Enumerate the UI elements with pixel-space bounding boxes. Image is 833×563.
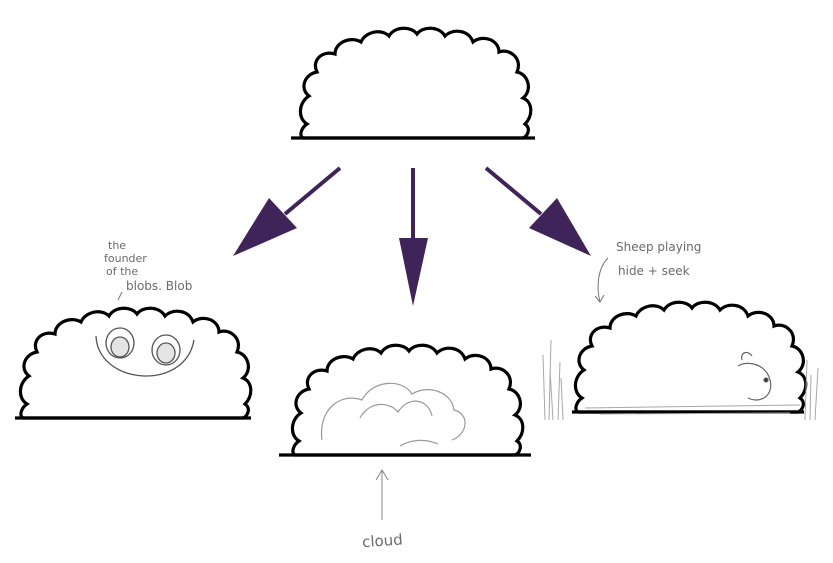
right-annotation: Sheep playing hide + seek [594, 240, 701, 303]
left-annotation: the founder of the blobs. Blob [104, 239, 192, 301]
center-annotation: cloud [361, 469, 403, 551]
left-blob [15, 306, 253, 420]
center-blob [279, 343, 531, 457]
cloud-sketch [320, 382, 466, 447]
center-caption: cloud [361, 530, 403, 551]
arrow-down-right-icon [484, 166, 591, 256]
arrow-down-icon [399, 168, 428, 306]
sheep-sketch [737, 351, 772, 401]
left-caption-line-3: of the [106, 265, 138, 278]
right-caption-line-2: hide + seek [618, 264, 690, 278]
left-caption-line-1: the [108, 239, 126, 252]
left-caption-line-4: blobs. Blob [126, 279, 192, 293]
right-caption-line-1: Sheep playing [616, 240, 701, 254]
top-blob [291, 26, 535, 140]
left-caption-line-2: founder [104, 252, 147, 265]
face-sketch [95, 327, 195, 377]
right-blob [572, 300, 808, 414]
grass-sketch [542, 339, 819, 421]
right-pointer-arrow-icon [597, 257, 609, 303]
arrow-down-left-icon [233, 166, 342, 256]
